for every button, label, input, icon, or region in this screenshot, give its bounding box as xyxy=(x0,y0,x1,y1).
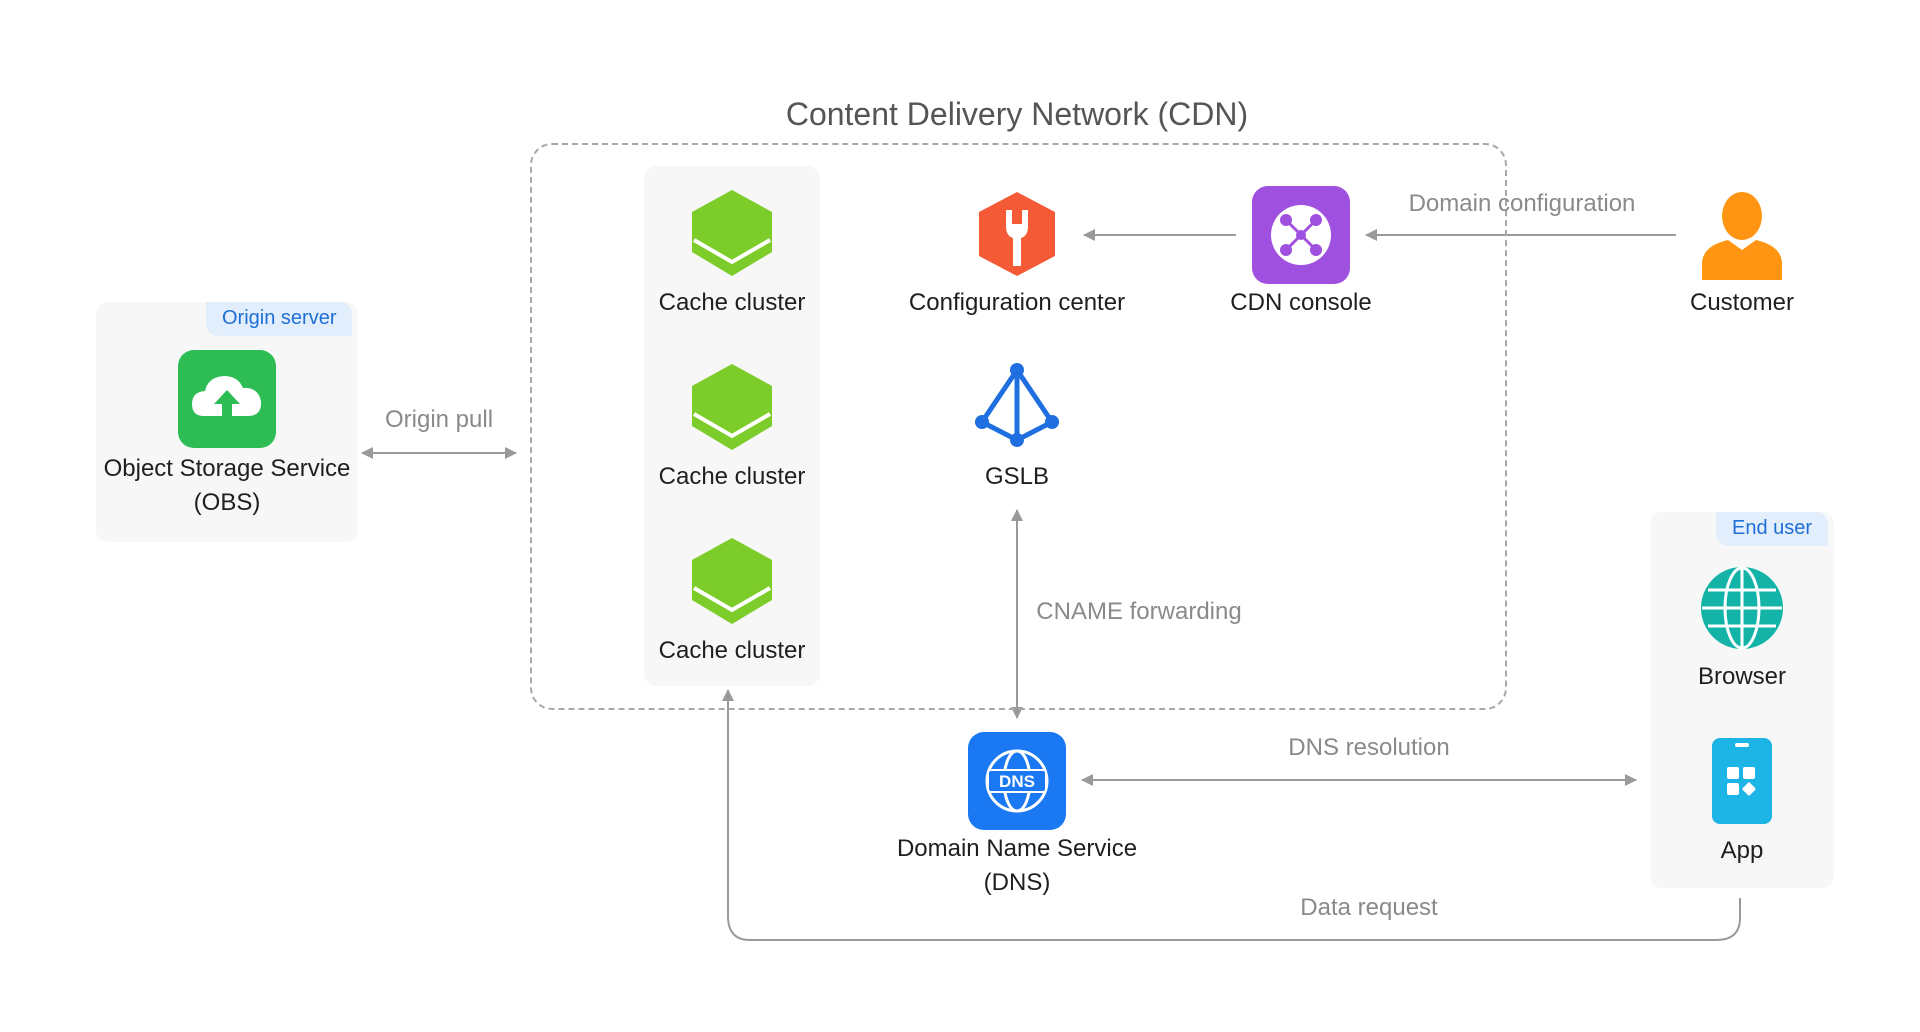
cloud-upload-icon xyxy=(178,350,276,453)
customer-label: Customer xyxy=(1689,289,1795,316)
gslb-label: GSLB xyxy=(984,463,1050,490)
dns-badge-text: DNS xyxy=(999,772,1035,791)
origin-server-tag: Origin server xyxy=(206,302,353,336)
obs-label-line2: (OBS) xyxy=(193,488,261,516)
cache-cluster-label-3: Cache cluster xyxy=(658,637,806,664)
pyramid-nodes-icon xyxy=(974,362,1060,453)
data-request-label: Data request xyxy=(1300,894,1438,921)
hexagon-cube-icon xyxy=(690,362,774,457)
config-center-label: Configuration center xyxy=(908,289,1126,316)
cname-forwarding-label: CNAME forwarding xyxy=(1036,598,1242,625)
obs-label: Object Storage Service (OBS) xyxy=(104,452,351,519)
data-request-arrow xyxy=(722,689,1741,941)
end-user-tag: End user xyxy=(1716,512,1829,546)
diagram-title: Content Delivery Network (CDN) xyxy=(785,96,1249,132)
cache-cluster-label-2: Cache cluster xyxy=(658,463,806,490)
cdn-boundary xyxy=(530,143,1507,710)
person-icon xyxy=(1700,188,1784,285)
domain-configuration-label: Domain configuration xyxy=(1408,190,1636,217)
wrench-icon xyxy=(976,190,1058,283)
obs-label-line1: Object Storage Service xyxy=(103,455,351,482)
hexagon-cube-icon xyxy=(690,188,774,283)
app-label: App xyxy=(1720,837,1764,864)
cdn-console-label: CDN console xyxy=(1230,289,1372,316)
dns-resolution-label: DNS resolution xyxy=(1288,734,1450,761)
dns-globe-icon: DNS xyxy=(968,732,1066,835)
dns-label: Domain Name Service (DNS) xyxy=(897,832,1137,899)
origin-pull-label: Origin pull xyxy=(384,406,494,433)
dns-label-line2: (DNS) xyxy=(983,868,1051,896)
globe-icon xyxy=(1700,566,1784,655)
network-hub-icon xyxy=(1252,186,1350,289)
hexagon-cube-icon xyxy=(690,536,774,631)
cache-cluster-label-1: Cache cluster xyxy=(658,289,806,316)
browser-label: Browser xyxy=(1697,663,1787,690)
dns-label-line1: Domain Name Service xyxy=(896,835,1138,862)
phone-apps-icon xyxy=(1712,738,1772,829)
